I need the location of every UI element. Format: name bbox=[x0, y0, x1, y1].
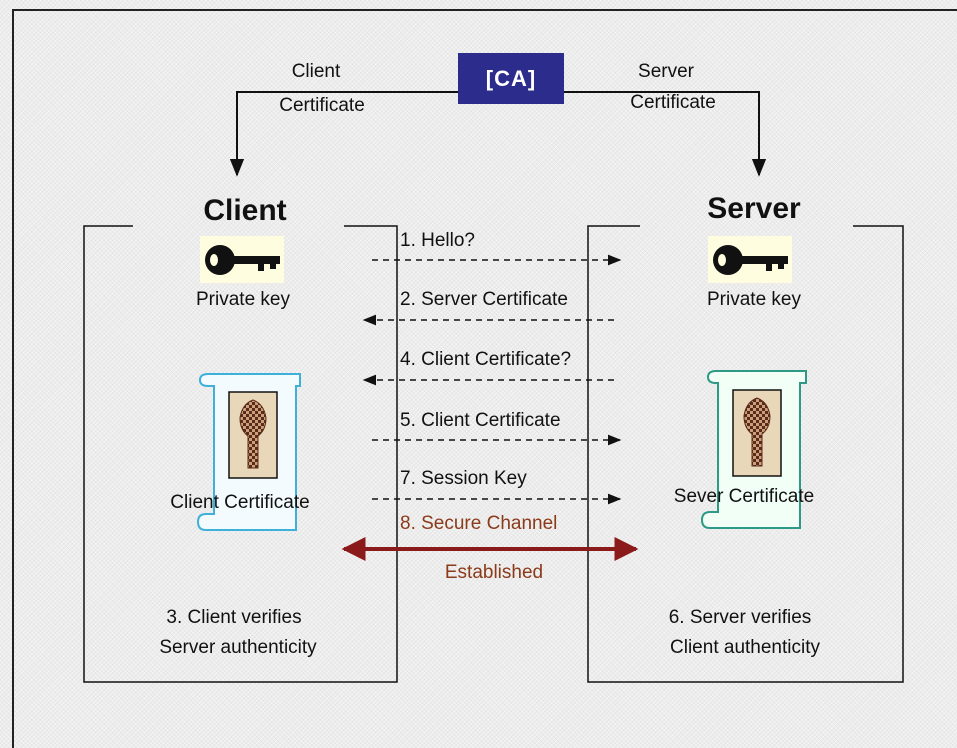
server-verifies-line1: 6. Server verifies bbox=[669, 607, 812, 628]
server-cert-label-line2: Certificate bbox=[630, 92, 716, 113]
message-label-7: 7. Session Key bbox=[400, 468, 527, 489]
server-certificate-label: Sever Certificate bbox=[674, 486, 814, 507]
client-verifies-line1: 3. Client verifies bbox=[166, 607, 301, 628]
secure-channel-label-line1: 8. Secure Channel bbox=[400, 513, 557, 534]
ca-box: [CA] bbox=[458, 53, 564, 104]
server-private-key-label: Private key bbox=[707, 289, 801, 310]
client-private-key-label: Private key bbox=[196, 289, 290, 310]
client-cert-label-line2: Certificate bbox=[279, 95, 365, 116]
server-verifies-line2: Client authenticity bbox=[670, 637, 820, 658]
outer-frame bbox=[12, 9, 957, 748]
ca-to-server-arrow bbox=[564, 91, 767, 177]
secure-channel-label-line2: Established bbox=[445, 562, 543, 583]
client-cert-label-line1: Client bbox=[292, 61, 341, 82]
message-label-4: 4. Client Certificate? bbox=[400, 349, 571, 370]
message-label-5: 5. Client Certificate bbox=[400, 410, 561, 431]
ca-label: [CA] bbox=[486, 66, 536, 91]
client-certificate-label: Client Certificate bbox=[170, 492, 309, 513]
client-certificate-icon bbox=[196, 373, 301, 531]
client-title: Client bbox=[203, 194, 286, 227]
message-label-2: 2. Server Certificate bbox=[400, 289, 568, 310]
client-verifies-line2: Server authenticity bbox=[159, 637, 317, 658]
server-box bbox=[587, 225, 904, 683]
ca-to-client-arrow bbox=[229, 91, 458, 177]
server-key-icon bbox=[708, 236, 792, 283]
server-cert-label-line1: Server bbox=[638, 61, 695, 82]
client-key-icon bbox=[200, 236, 284, 283]
message-label-1: 1. Hello? bbox=[400, 230, 475, 251]
client-box bbox=[83, 225, 398, 683]
server-title: Server bbox=[707, 192, 801, 225]
server-certificate-icon bbox=[700, 370, 807, 529]
